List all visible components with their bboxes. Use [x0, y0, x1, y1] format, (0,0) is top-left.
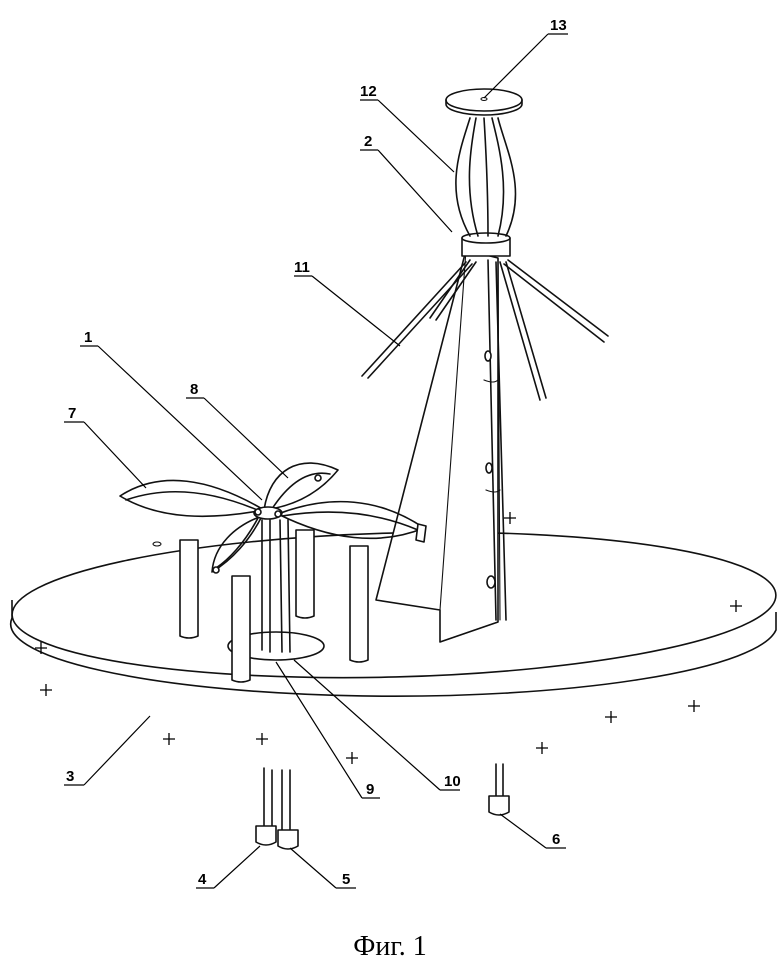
label-6: 6 [552, 831, 560, 848]
label-1: 1 [84, 329, 92, 346]
bottom-connectors [256, 764, 509, 849]
label-10: 10 [444, 773, 461, 790]
label-11: 11 [294, 259, 310, 276]
label-7: 7 [68, 405, 76, 422]
label-8: 8 [190, 381, 198, 398]
label-5: 5 [342, 871, 350, 888]
label-2: 2 [364, 133, 372, 150]
label-12: 12 [360, 83, 377, 100]
label-3: 3 [66, 768, 74, 785]
label-13: 13 [550, 17, 567, 34]
figure-caption: Фиг. 1 [353, 931, 426, 962]
label-9: 9 [366, 781, 374, 798]
label-4: 4 [198, 871, 207, 888]
